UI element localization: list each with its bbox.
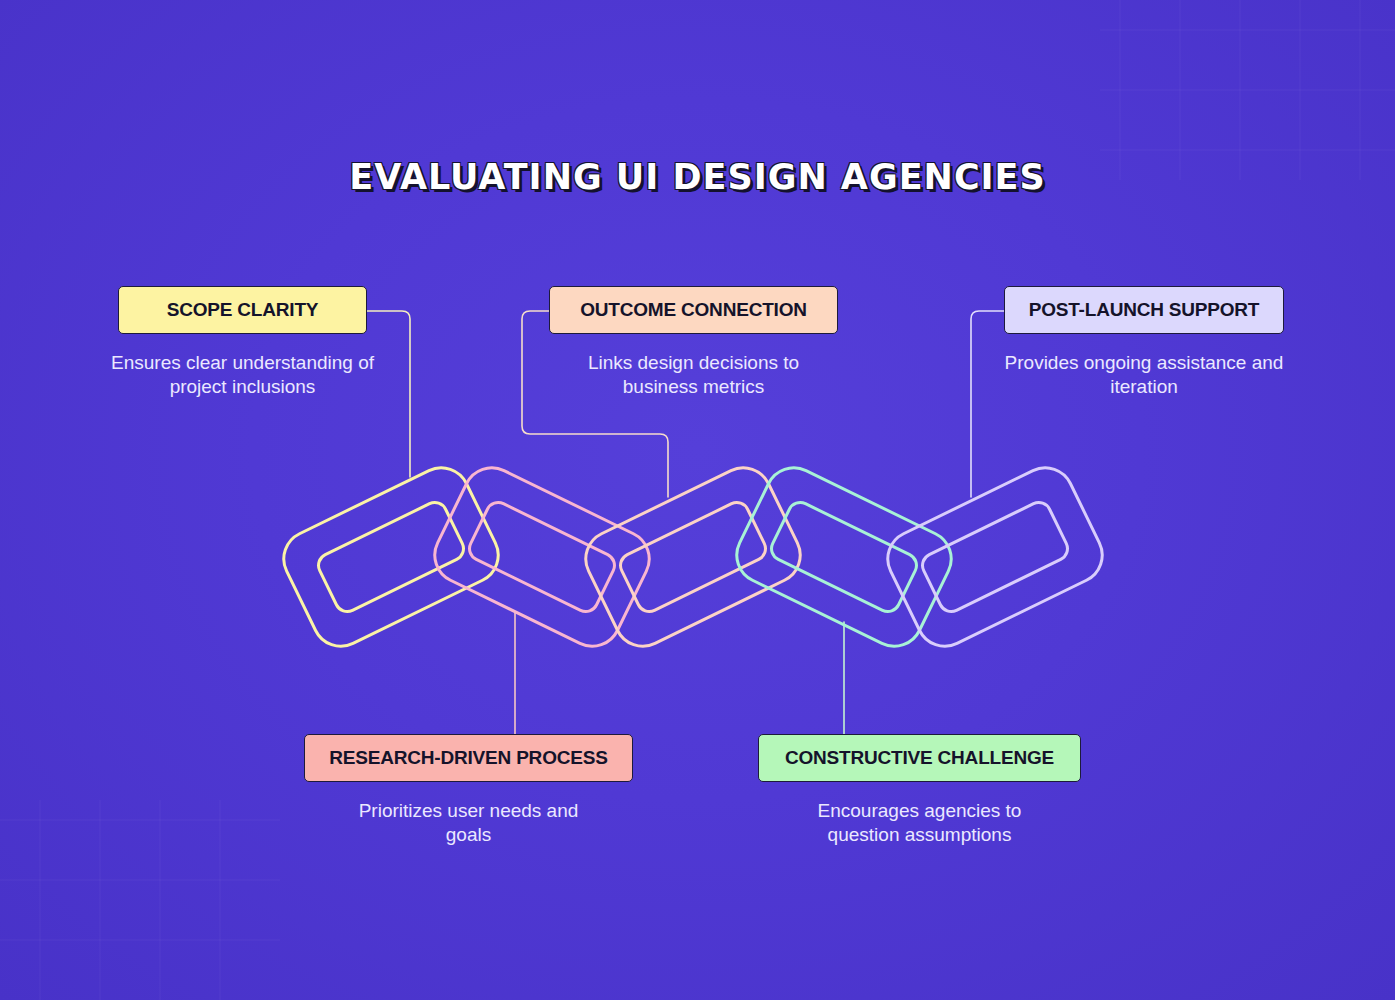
criterion-node: OUTCOME CONNECTION Links design decisions… xyxy=(549,286,838,399)
criterion-node: SCOPE CLARITYEnsures clear understanding… xyxy=(118,286,367,399)
leader-line xyxy=(522,311,668,497)
leader-line xyxy=(367,311,410,477)
chain-link xyxy=(878,458,1111,655)
criterion-node: RESEARCH-DRIVEN PROCESS Prioritizes user … xyxy=(304,734,633,847)
link-inner xyxy=(314,498,467,615)
leader-lines xyxy=(367,311,1004,734)
link-inner xyxy=(767,498,920,615)
link-outer xyxy=(878,458,1111,655)
description: Provides ongoing assistance and iteratio… xyxy=(1002,351,1287,399)
leader-line xyxy=(843,622,845,734)
description: Links design decisions to business metri… xyxy=(549,351,839,399)
leader-line xyxy=(971,311,1004,497)
label-box: RESEARCH-DRIVEN PROCESS xyxy=(304,734,633,782)
link-inner xyxy=(918,498,1071,615)
link-inner xyxy=(616,498,769,615)
grid-lines xyxy=(0,800,280,1000)
label-box: CONSTRUCTIVE CHALLENGE xyxy=(758,734,1081,782)
chain xyxy=(274,458,1111,655)
diagram-title: EVALUATING UI DESIGN AGENCIES xyxy=(0,152,1395,202)
label-box: POST-LAUNCH SUPPORT xyxy=(1004,286,1284,334)
description: Prioritizes user needs and goals xyxy=(334,799,604,847)
label-box: OUTCOME CONNECTION xyxy=(549,286,838,334)
criterion-node: CONSTRUCTIVE CHALLENGE Encourages agencie… xyxy=(758,734,1081,847)
grid-lines xyxy=(1100,0,1395,180)
label-box: SCOPE CLARITY xyxy=(118,286,367,334)
criterion-node: POST-LAUNCH SUPPORT Provides ongoing assi… xyxy=(1004,286,1284,399)
link-inner xyxy=(465,498,618,615)
description: Encourages agencies to question assumpti… xyxy=(795,799,1045,847)
leader-line xyxy=(514,612,516,734)
description: Ensures clear understanding of project i… xyxy=(103,351,383,399)
